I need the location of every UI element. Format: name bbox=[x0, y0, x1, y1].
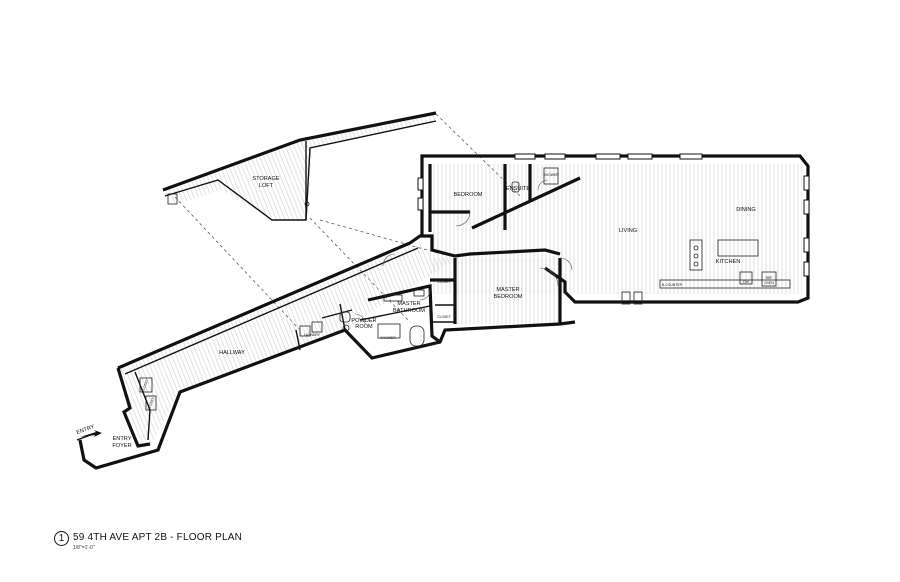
storage-loft bbox=[162, 111, 437, 221]
label-master-bedroom-1: MASTER bbox=[496, 287, 519, 293]
label-master-bedroom-2: BEDROOM bbox=[494, 294, 523, 300]
label-storage-2: LOFT bbox=[259, 183, 274, 189]
label-hallway: HALLWAY bbox=[219, 350, 245, 356]
label-dw: DW bbox=[743, 280, 749, 284]
label-storage-1: STORAGE bbox=[252, 176, 280, 182]
room-labels: STORAGE LOFT BEDROOM ENSUITE SHOWER LIVI… bbox=[76, 173, 775, 449]
label-shower-master: SHOWER bbox=[380, 336, 396, 340]
label-ensuite: ENSUITE bbox=[506, 186, 531, 192]
label-master-bath-1: MASTER bbox=[397, 301, 420, 307]
label-master-bath-2: BATHROOM bbox=[393, 308, 425, 314]
label-laundry: LAUNDRY bbox=[304, 333, 321, 337]
label-bedroom: BEDROOM bbox=[454, 192, 483, 198]
label-fridge: REF bbox=[766, 276, 773, 280]
label-closet-c: CLOSET bbox=[141, 379, 149, 393]
label-oven: OVEN bbox=[764, 281, 774, 285]
label-powder-1: POWDER bbox=[351, 318, 376, 324]
label-closet-a: CLOSET bbox=[437, 280, 451, 284]
label-entry-foyer-2: FOYER bbox=[112, 443, 131, 449]
label-shower-ensuite: SHOWER bbox=[543, 173, 559, 177]
label-powder-2: ROOM bbox=[355, 324, 373, 330]
drawing-scale: 1/8"=1'-0" bbox=[73, 545, 95, 551]
label-dining: DINING bbox=[736, 207, 756, 213]
drawing-number-badge: 1 bbox=[54, 531, 69, 546]
label-kitchen: KITCHEN bbox=[716, 259, 741, 265]
label-entry-foyer-1: ENTRY bbox=[113, 436, 132, 442]
label-living: LIVING bbox=[619, 228, 637, 234]
label-closet-d: CLOSET bbox=[147, 397, 155, 411]
drawing-title: 59 4TH AVE APT 2B - FLOOR PLAN bbox=[73, 532, 243, 543]
apartment-floor bbox=[76, 153, 810, 470]
label-kitchen-bar: B-COUNTER bbox=[662, 283, 683, 287]
label-closet-b: CLOSET bbox=[437, 315, 451, 319]
